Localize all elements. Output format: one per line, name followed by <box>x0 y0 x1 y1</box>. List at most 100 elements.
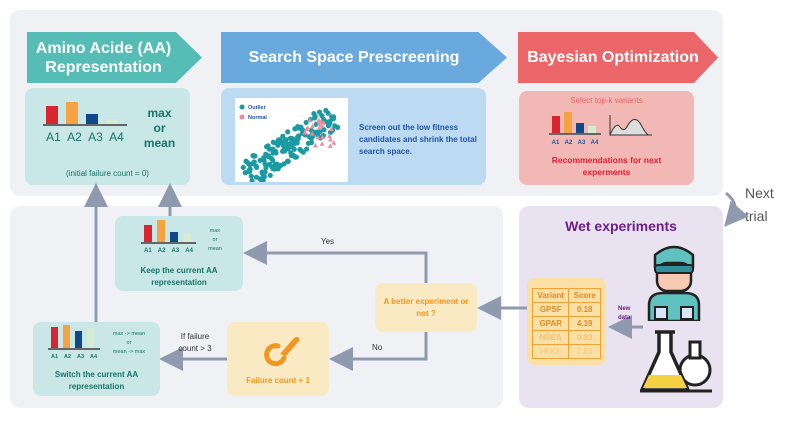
bar-chart-icon <box>48 325 100 350</box>
no-arrow <box>329 332 428 371</box>
initial-failure-note: (initial failure count = 0) <box>66 169 149 178</box>
scatter-point <box>267 172 273 178</box>
bar-label: A4 <box>89 354 98 360</box>
bar-label: A4 <box>109 130 124 144</box>
failure-count-box: Failure count + 1 <box>227 322 329 396</box>
bar-label: A3 <box>76 354 85 360</box>
scatter-point <box>266 146 273 152</box>
bar-label: A1 <box>46 130 61 144</box>
legend-label: Outlier <box>248 105 267 111</box>
scatter-point <box>326 133 332 138</box>
bar-label: A4 <box>590 140 599 146</box>
scatter-point <box>316 109 323 115</box>
scatter-point <box>290 152 296 159</box>
failure-condition-label: If failure count > 3 <box>178 332 212 353</box>
recommendations-label: Recommendations for next experments <box>551 155 662 177</box>
scatter-point <box>321 127 327 133</box>
scatter-point <box>332 123 338 129</box>
bar-label: A2 <box>157 248 166 254</box>
scatter-point <box>312 142 318 148</box>
scatter-point <box>304 146 310 152</box>
scatter-point <box>257 157 263 164</box>
scatter-point <box>275 142 281 148</box>
scatter-point <box>316 117 322 123</box>
bar-label: A1 <box>144 248 152 254</box>
scatter-point <box>319 141 325 146</box>
scatter-point <box>302 130 308 135</box>
bar-label: A3 <box>577 140 586 146</box>
scatter-point <box>278 162 284 168</box>
new-data-line: data <box>618 315 631 321</box>
prescreening-description: Screen out the low fitness candidates an… <box>359 123 477 156</box>
scatter-point <box>319 123 325 128</box>
scatter-point <box>285 129 291 135</box>
scatter-point <box>259 169 265 175</box>
scatter-point <box>298 124 304 130</box>
bayesian-optimization-banner: Bayesian Optimization <box>518 32 718 83</box>
scatter-point <box>249 178 255 182</box>
yes-label: Yes <box>321 237 335 246</box>
keep-label: Keep the current AA representation <box>140 266 218 287</box>
no-label: No <box>372 343 383 352</box>
agg-line: mean <box>208 246 222 252</box>
scatter-point <box>331 140 337 145</box>
bar-label: A4 <box>185 248 193 254</box>
agg-line: mean -> max <box>112 349 146 355</box>
legend-marker <box>239 104 245 110</box>
scatter-point <box>240 164 246 171</box>
scatter-point <box>261 174 267 180</box>
cell: HFKE <box>531 344 570 359</box>
scatter-point <box>292 126 298 132</box>
bar-label: A2 <box>67 130 82 144</box>
legend-marker <box>239 114 245 120</box>
scatter-point <box>270 149 277 155</box>
acquisition-curve-icon <box>609 115 652 136</box>
agg-line: mean <box>143 136 176 150</box>
wet-experiments-title: Wet experiments <box>565 218 677 234</box>
scatter-point <box>285 146 291 152</box>
flask-icon <box>640 330 712 393</box>
failure-count-label: Failure count + 1 <box>246 376 310 385</box>
scatter-point <box>250 153 256 159</box>
scatter-point <box>261 154 267 161</box>
agg-line: max <box>209 228 221 234</box>
cell: GPAR <box>531 316 570 331</box>
scatter-point <box>320 134 326 140</box>
next-trial-label: Next trial <box>745 182 774 228</box>
legend-label: Normal <box>248 115 267 121</box>
yes-arrow <box>243 241 428 283</box>
cell: NSEA <box>531 330 570 345</box>
scatter-point <box>327 137 333 142</box>
bar-label: A2 <box>564 140 573 146</box>
bar-label: A3 <box>88 130 103 144</box>
new-data-line: New <box>618 306 631 312</box>
agg-line: max -> mean <box>112 331 146 337</box>
scatter-point <box>300 149 306 155</box>
next-trial-arrow <box>724 191 749 227</box>
scatter-point <box>245 160 252 166</box>
scatter-point <box>253 163 259 169</box>
cell: 0.93 <box>568 330 601 345</box>
scatter-point <box>270 158 276 164</box>
scatter-point <box>263 165 269 171</box>
decision-label: A better experiment or not ? <box>383 296 469 318</box>
prescreening-banner: Search Space Prescreening <box>221 32 507 83</box>
new-data-label: New data <box>618 305 630 323</box>
decision-box: A better experiment or not ? <box>375 283 477 332</box>
table-header: Score <box>568 288 601 303</box>
cell: 0.18 <box>568 302 601 317</box>
scatter-point <box>291 141 297 147</box>
scatter-point <box>280 133 286 139</box>
scatter-point <box>327 143 333 148</box>
